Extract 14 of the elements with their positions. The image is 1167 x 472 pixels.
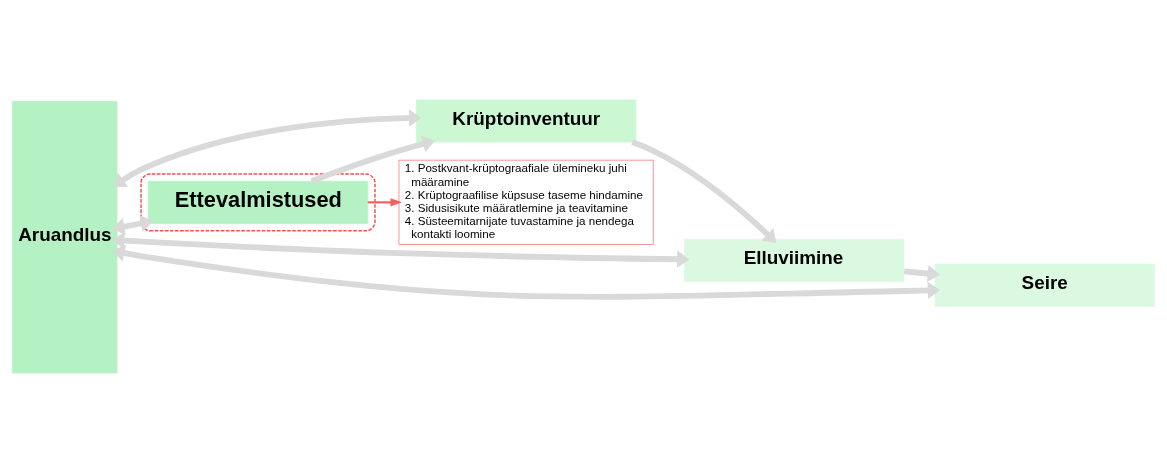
arrow: [310, 135, 435, 184]
node-box: Aruandlus: [12, 100, 118, 373]
arrow: [903, 264, 940, 282]
arrow: [112, 214, 154, 235]
node-box: 1. Postkvant-krüptograafiale ülemineku juhi määramine 2. Krüptograafilise küpsuse taseme hindamine 3. Sidusisikute määratlemine ja teavitamine 4. Süsteemitarnijate tuvastamine ja nendega kontakti loomine: [398, 159, 654, 245]
arrow: [631, 138, 777, 243]
node-box: Krüptoinventuur: [416, 99, 637, 142]
arrow: [112, 231, 690, 268]
arrow: [112, 108, 422, 187]
node-box: Elluviimine: [684, 238, 905, 282]
arrow: [112, 244, 941, 300]
node-box: Seire: [934, 263, 1155, 307]
arrow: [367, 197, 403, 206]
node-box: Ettevalmistused: [147, 180, 369, 224]
